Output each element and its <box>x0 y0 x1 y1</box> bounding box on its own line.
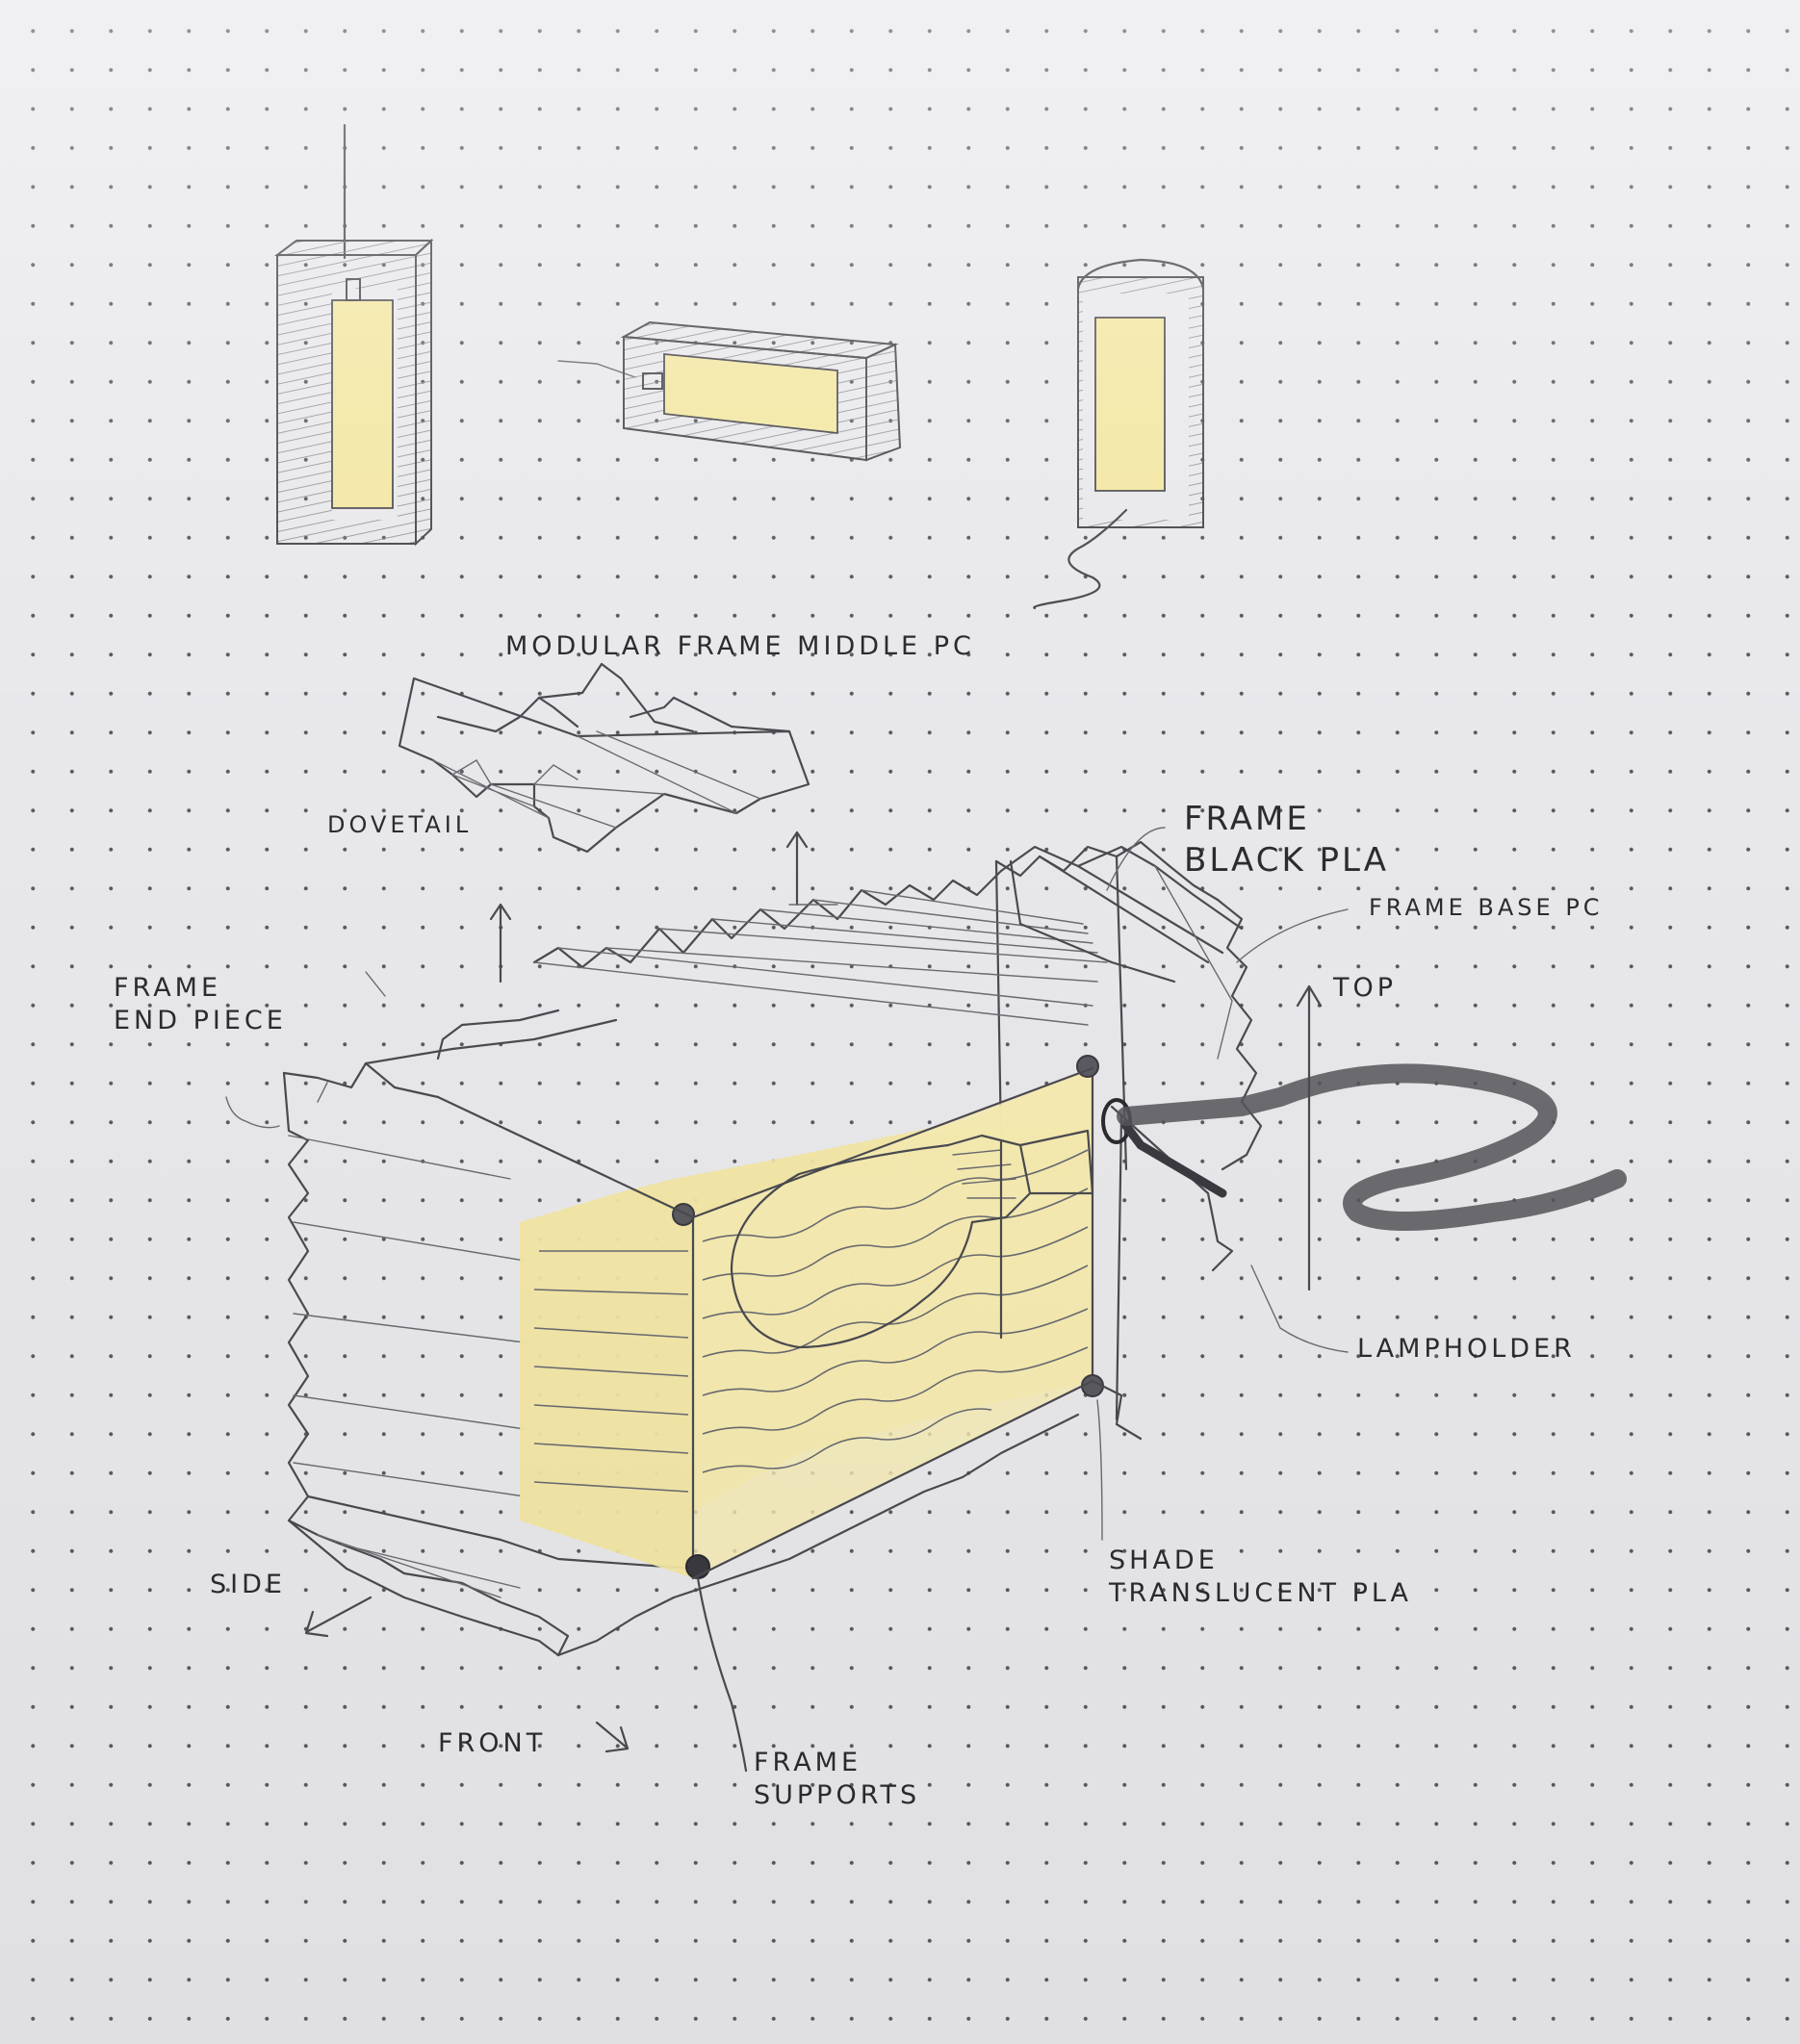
label-lampholder: LAMPHOLDER <box>1357 1333 1576 1366</box>
label-frame-black: FRAME BLACK PLA <box>1184 799 1389 881</box>
label-side: SIDE <box>210 1569 286 1601</box>
horizontal-lamp-thumbnail <box>558 322 900 460</box>
top-arrow <box>1298 986 1321 1290</box>
pendant-lamp-thumbnail <box>277 125 431 544</box>
label-frame-end: FRAME END PIECE <box>114 972 287 1037</box>
label-frame-supports: FRAME SUPPORTS <box>754 1747 920 1812</box>
table-lamp-thumbnail <box>1034 260 1203 608</box>
label-front: FRONT <box>438 1727 546 1760</box>
label-top: TOP <box>1333 972 1397 1005</box>
side-arrow <box>306 1597 371 1636</box>
label-dovetail: DOVETAIL <box>327 810 472 839</box>
main-lamp-drawing <box>284 842 1617 1655</box>
label-shade: SHADE TRANSLUCENT PLA <box>1109 1545 1412 1610</box>
label-modular-frame: MODULAR FRAME MIDDLE PC <box>505 630 975 663</box>
front-arrow <box>597 1723 628 1751</box>
label-frame-base: FRAME BASE PC <box>1369 893 1604 922</box>
